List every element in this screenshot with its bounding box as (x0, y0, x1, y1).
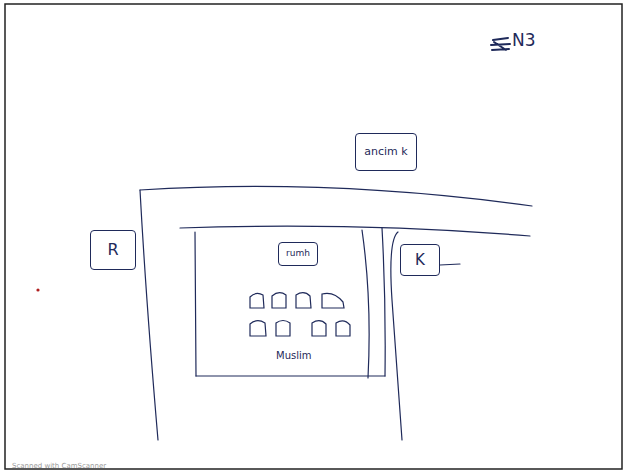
map-label: Muslim (276, 350, 311, 361)
area-boundary (196, 375, 385, 376)
ink-dot (36, 288, 39, 291)
place-name: K (415, 252, 425, 269)
leader-line (440, 264, 460, 265)
map-label: N3 (512, 30, 536, 50)
map-label: Scanned with CamScanner (12, 462, 106, 470)
road-edge (140, 186, 532, 206)
place-name: R (107, 241, 118, 259)
page-border (5, 4, 622, 469)
place-box: K (400, 244, 440, 276)
place-box: R (90, 230, 136, 270)
road-edge (140, 190, 158, 440)
place-name: ancim k (364, 146, 407, 158)
road-edge (362, 230, 369, 378)
road-edge (180, 226, 530, 236)
place-name: rumh (286, 249, 310, 259)
road-edge (382, 228, 385, 376)
area-boundary (195, 232, 196, 376)
place-box: ancim k (355, 133, 417, 171)
place-box: rumh (278, 242, 318, 266)
scribble (491, 38, 510, 50)
grave-markers (250, 293, 350, 336)
